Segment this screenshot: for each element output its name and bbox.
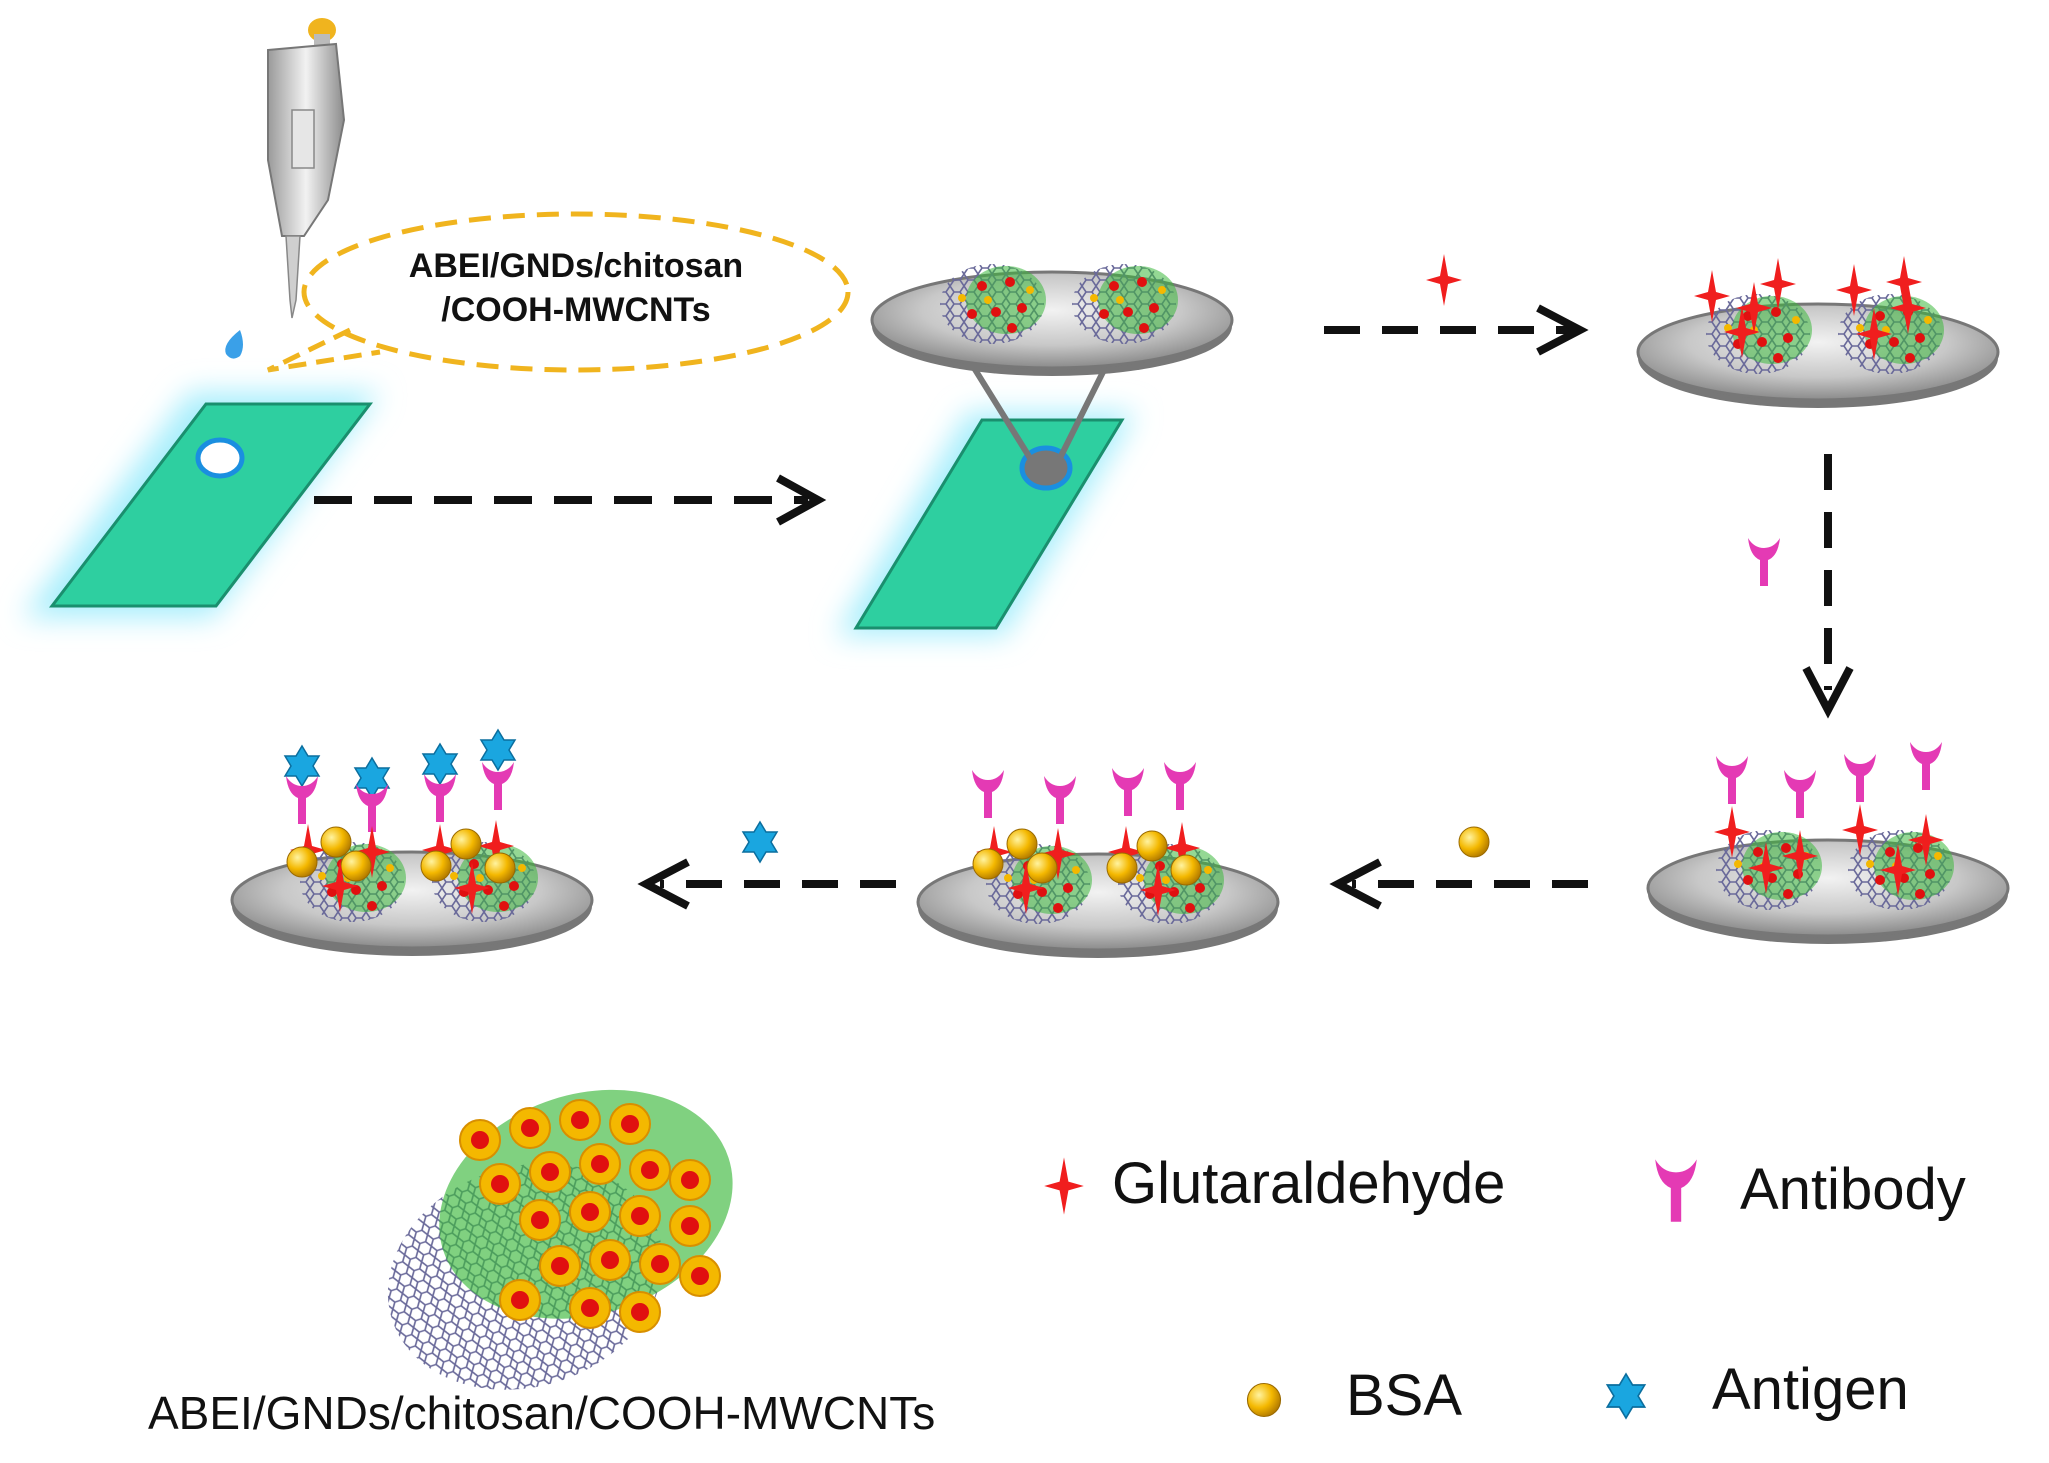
antigen-icon xyxy=(742,821,778,863)
antibody-icon xyxy=(1748,538,1780,586)
plate-antibody xyxy=(1646,742,2010,946)
pipette-icon xyxy=(225,18,346,359)
legend-glutaraldehyde-label: Glutaraldehyde xyxy=(1112,1151,1506,1216)
bubble-label-line2: /COOH-MWCNTs xyxy=(441,291,711,329)
arrow-step5 xyxy=(637,858,896,910)
bare-electrode xyxy=(22,392,380,618)
bubble-label: ABEI/GNDs/chitosan /COOH-MWCNTs xyxy=(336,244,816,332)
arrow-step4 xyxy=(1329,858,1588,910)
arrow-step1 xyxy=(314,474,827,526)
legend-antigen-label: Antigen xyxy=(1712,1357,1909,1422)
plate-bsa xyxy=(916,762,1280,960)
arrow-step2 xyxy=(1324,304,1589,356)
composite-nanotube-icon xyxy=(387,1089,733,1390)
composite-caption: ABEI/GNDs/chitosan/COOH-MWCNTs xyxy=(148,1387,936,1439)
plate-glutaraldehyde xyxy=(1636,256,2000,410)
glutaraldehyde-icon xyxy=(1426,254,1462,306)
legend-antibody-icon xyxy=(1655,1159,1697,1222)
legend-glutaraldehyde-icon xyxy=(1044,1157,1084,1215)
legend-antigen-icon xyxy=(1606,1373,1646,1419)
plate-composite xyxy=(870,264,1234,378)
legend-bsa-icon xyxy=(1246,1382,1282,1418)
legend-antibody-label: Antibody xyxy=(1740,1157,1966,1222)
arrow-step3 xyxy=(1802,454,1854,719)
bubble-label-line1: ABEI/GNDs/chitosan xyxy=(408,247,744,285)
bsa-icon xyxy=(1458,826,1490,858)
plate-antigen xyxy=(230,729,594,958)
composite-bubble xyxy=(266,211,851,373)
legend-bsa-label: BSA xyxy=(1346,1363,1463,1428)
